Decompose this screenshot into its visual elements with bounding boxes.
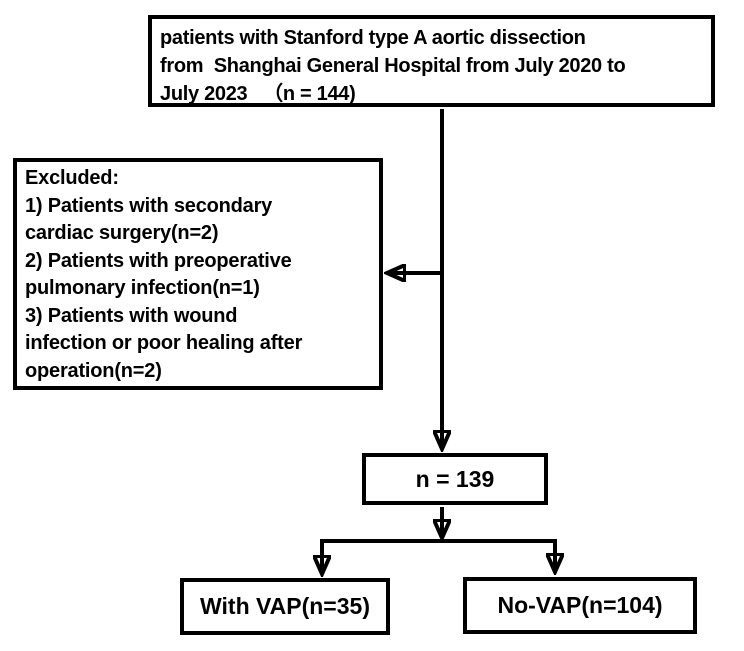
box-enrollment-text: patients with Stanford type A aortic dis…: [160, 27, 626, 105]
box-with-vap-text: With VAP(n=35): [200, 593, 370, 619]
box-no-vap: No-VAP(n=104): [463, 577, 697, 634]
box-after-exclusion: n = 139: [362, 453, 548, 505]
split-branch-arrows: [322, 539, 555, 574]
box-no-vap-text: No-VAP(n=104): [497, 592, 663, 618]
box-after-exclusion-text: n = 139: [415, 465, 495, 492]
box-with-vap: With VAP(n=35): [180, 578, 390, 635]
box-enrollment: patients with Stanford type A aortic dis…: [148, 15, 715, 107]
box-excluded-text: Excluded: 1) Patients with secondary car…: [25, 167, 303, 382]
box-excluded: Excluded: 1) Patients with secondary car…: [13, 158, 383, 390]
